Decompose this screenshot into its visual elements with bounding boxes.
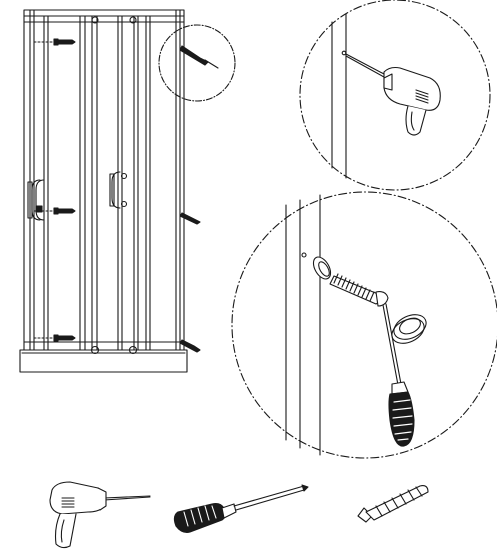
top-roller-right [129, 16, 137, 24]
drill-vent-2 [415, 92, 429, 98]
wall-screw-right-2 [179, 339, 201, 353]
drill-bit-line-2 [345, 55, 385, 78]
left-door-handle-inner [35, 179, 45, 221]
detail-drilling [299, 0, 491, 191]
washer-ring [391, 314, 427, 344]
drill-icon [49, 481, 151, 549]
callout-drill-line [204, 59, 219, 69]
drill-hole-mark [341, 50, 347, 56]
handle-screw-bottom [120, 200, 128, 208]
screwdriver-icon [173, 484, 309, 533]
top-roller-left [91, 16, 99, 24]
callout-screw [179, 45, 209, 66]
drill-icon [383, 66, 441, 136]
shower-tray [19, 349, 188, 373]
drill-bit-icon [357, 485, 429, 523]
right-handle-grip [109, 173, 115, 207]
screw-hole-mark [301, 252, 307, 258]
wall-screw-left-3 [53, 334, 76, 342]
bottom-roller-right [128, 345, 138, 355]
drill-vent-1 [415, 89, 429, 95]
bottom-roller-left [90, 345, 100, 355]
screwdriver-detail [382, 303, 415, 447]
drill-bit [103, 495, 151, 499]
left-handle-grip [27, 181, 33, 219]
screwdriver-shaft [382, 304, 399, 386]
detail-screw-insertion [231, 191, 497, 459]
drill-vent-3 [415, 95, 429, 101]
drill-bit-line [345, 53, 385, 75]
right-door-handle [111, 171, 121, 209]
handle-screw-top [120, 172, 128, 180]
wall-plug-ring [312, 256, 332, 280]
wall-screw-left-1 [53, 38, 76, 46]
wall-anchor-left [35, 205, 43, 213]
tools-row [49, 481, 429, 549]
callout-circle-small [158, 24, 236, 102]
enclosure-front-view [19, 9, 201, 373]
wall-screw-right-1 [179, 212, 201, 225]
drill-vent-4 [415, 98, 429, 104]
wall-screw-left-2 [53, 207, 76, 215]
screw [329, 273, 389, 307]
